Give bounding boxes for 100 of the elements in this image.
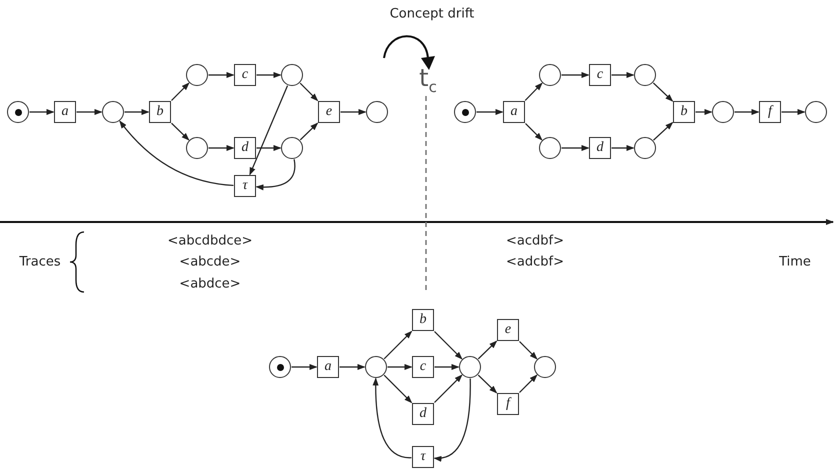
transition-label: a [324, 360, 332, 374]
transition-label: c [420, 360, 426, 374]
arrow [524, 82, 543, 101]
transition-box [234, 64, 256, 86]
transition-label: e [326, 105, 332, 119]
arrow [434, 378, 471, 462]
arrow [519, 341, 538, 360]
transition-label: c [596, 68, 604, 82]
trace-label: <acdbf> [506, 234, 564, 248]
arrow [478, 374, 498, 394]
annotation-label: Concept drift [390, 6, 474, 22]
arrow [208, 72, 234, 78]
place-circle [186, 137, 208, 159]
transition-box [412, 446, 434, 468]
arrow [388, 364, 412, 370]
arrow [124, 109, 150, 115]
arrow [384, 330, 412, 360]
place-circle [634, 137, 656, 159]
trace-label: <abdce> [179, 276, 241, 292]
transition-label: f [768, 105, 772, 119]
arrow [696, 109, 712, 115]
arrow [562, 72, 590, 78]
place-circle [281, 64, 303, 86]
transition-box [412, 309, 434, 331]
transition-box [673, 101, 695, 123]
arrow [525, 123, 543, 141]
transition-box [412, 403, 434, 425]
transition-label: d [596, 141, 604, 155]
place-circle [712, 101, 734, 123]
transition-box [234, 137, 256, 159]
transition-box [759, 101, 781, 123]
arrow [434, 374, 463, 403]
transition-box [318, 101, 340, 123]
arrow [562, 145, 590, 151]
row-label: Traces [19, 254, 61, 270]
arrow [434, 364, 460, 370]
arrow [171, 82, 190, 101]
place-circle [366, 101, 388, 123]
arrow [478, 340, 498, 360]
transition-label: c [242, 68, 248, 82]
arrow [119, 120, 234, 186]
marked-place-circle [7, 101, 29, 123]
arrow [171, 122, 190, 141]
place-circle [539, 64, 561, 86]
transition-label: d [420, 407, 426, 421]
arrow [256, 145, 282, 151]
arrow [76, 109, 102, 115]
marked-place-circle [454, 101, 476, 123]
place-circle [539, 137, 561, 159]
transition-label: τ [420, 450, 426, 464]
arrow [519, 374, 538, 393]
transition-box [497, 393, 519, 415]
transition-label: f [506, 397, 510, 411]
arrow [782, 109, 806, 115]
arrow [208, 145, 234, 151]
arrow [653, 122, 674, 141]
arrow [612, 145, 634, 151]
transition-label: d [242, 141, 248, 155]
place-circle [805, 101, 827, 123]
marked-place-circle [269, 356, 291, 378]
place-circle [365, 356, 387, 378]
arrow [292, 364, 318, 370]
trace-label: <adcbf> [506, 254, 564, 270]
arrow [300, 122, 318, 140]
arrow [372, 378, 412, 458]
arrow [30, 109, 54, 115]
arrow [256, 72, 282, 78]
transition-label: b [680, 105, 688, 119]
transition-box [149, 101, 171, 123]
transition-box [317, 356, 339, 378]
arrow [300, 82, 318, 102]
arrow [434, 331, 463, 360]
arrow [256, 159, 296, 190]
arrow [476, 109, 504, 115]
place-circle [102, 101, 124, 123]
place-circle [534, 356, 556, 378]
arrow [340, 364, 366, 370]
axis-label: Time [779, 254, 811, 270]
trace-label: <abcdbdce> [167, 234, 253, 248]
transition-label: e [504, 323, 512, 337]
arrow [734, 109, 760, 115]
drift-time-label: t$_{c}$ [419, 64, 437, 96]
transition-label: a [62, 105, 68, 119]
arrow [384, 374, 412, 404]
place-circle [459, 356, 481, 378]
transition-box [589, 137, 611, 159]
place-circle [634, 64, 656, 86]
transition-box [234, 175, 256, 197]
arrow [612, 72, 634, 78]
place-circle [281, 137, 303, 159]
transition-label: b [156, 105, 164, 119]
transition-label: a [510, 105, 518, 119]
transition-box [589, 64, 611, 86]
transition-box [503, 101, 525, 123]
transition-label: b [420, 313, 426, 327]
arrow [249, 85, 288, 176]
arrow [340, 109, 366, 115]
arrow [652, 82, 674, 102]
transition-box [497, 319, 519, 341]
transition-box [54, 101, 76, 123]
